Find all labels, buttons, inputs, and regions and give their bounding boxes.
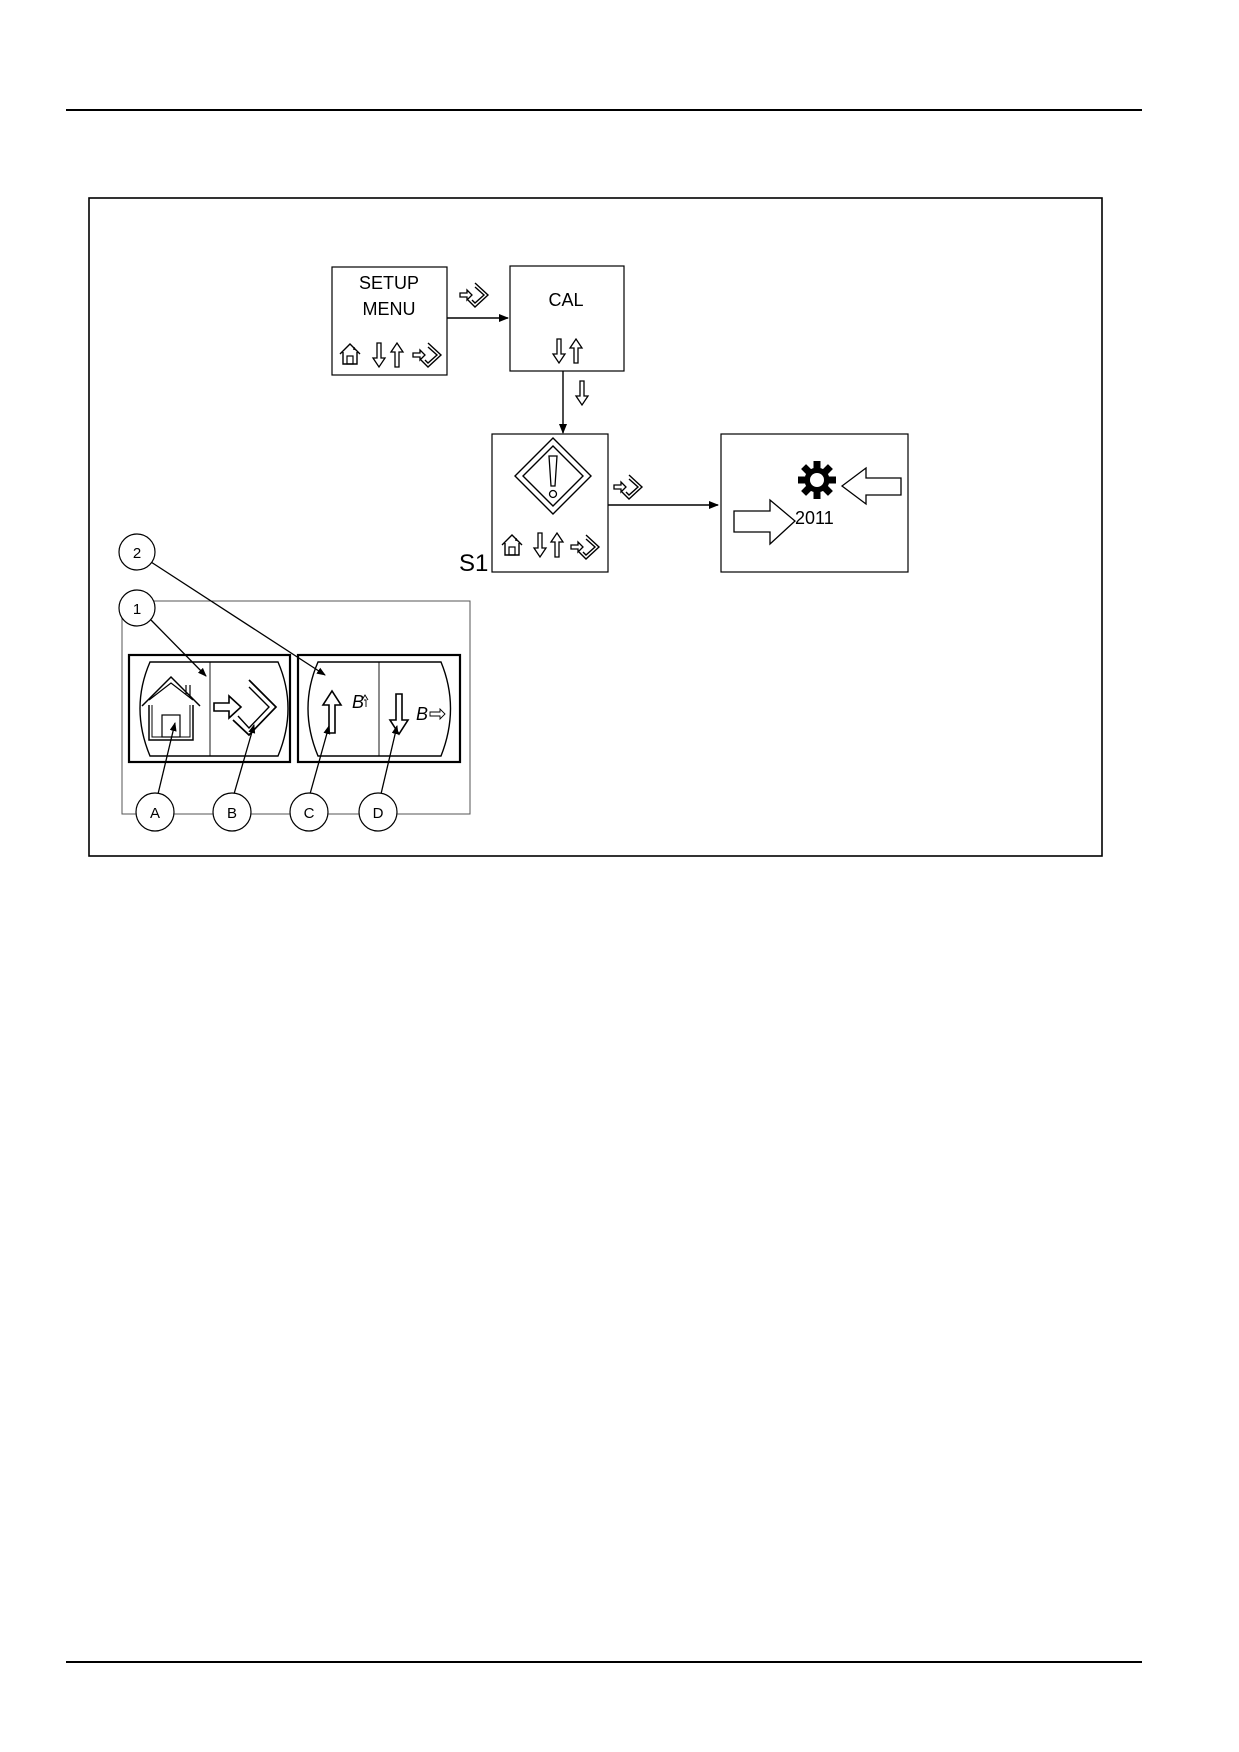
- footer-rule: [66, 1661, 1142, 1663]
- down-key-tag: B: [416, 704, 428, 724]
- warning-diamond-icon: [514, 437, 592, 515]
- callout-leader: [233, 724, 256, 795]
- up-arrow-icon: [321, 689, 343, 734]
- callout-leader: [380, 725, 399, 795]
- cal-screen: CAL: [509, 265, 625, 372]
- callout-leader: [309, 725, 331, 795]
- keypad-panel-right: B B: [296, 653, 462, 764]
- callout-2: [118, 533, 156, 571]
- callout-a: A: [135, 792, 175, 832]
- up-key-tag: B: [352, 692, 364, 712]
- down-arrow-icon: [575, 380, 589, 406]
- down-arrow-icon: [388, 693, 410, 736]
- callout-c: C: [289, 792, 329, 832]
- callout-b: B: [212, 792, 252, 832]
- callout-1-label: 1: [133, 601, 141, 618]
- gear-icon: [798, 461, 836, 499]
- svg-text:A: A: [150, 805, 160, 822]
- header-rule: [66, 109, 1142, 111]
- s1-screen: [491, 433, 609, 573]
- callout-1: [118, 589, 156, 627]
- enter-icon: [459, 282, 489, 308]
- arrow-left-icon: [840, 466, 902, 506]
- calibration-screen: 2011: [720, 433, 909, 573]
- setup-menu-line1: SETUP: [359, 273, 419, 293]
- step-label: S1: [459, 550, 488, 577]
- callout-2-label: 2: [133, 545, 141, 562]
- callout-leader: [150, 619, 207, 677]
- callout-leader: [150, 561, 326, 676]
- svg-text:C: C: [304, 805, 315, 822]
- enter-icon: [613, 474, 643, 500]
- callout-leader: [157, 722, 177, 795]
- year-label: 2011: [795, 508, 834, 528]
- keypad-panel-left: [127, 653, 292, 764]
- cal-label: CAL: [548, 290, 583, 310]
- figure-frame: [88, 197, 1103, 857]
- callout-d: D: [358, 792, 398, 832]
- setup-menu-line2: MENU: [363, 299, 416, 319]
- enter-icon: [213, 679, 278, 737]
- svg-text:B: B: [227, 805, 237, 822]
- svg-text:D: D: [373, 805, 384, 822]
- setup-menu-screen: SETUP MENU: [331, 266, 448, 376]
- arrow-right-icon: [733, 498, 796, 546]
